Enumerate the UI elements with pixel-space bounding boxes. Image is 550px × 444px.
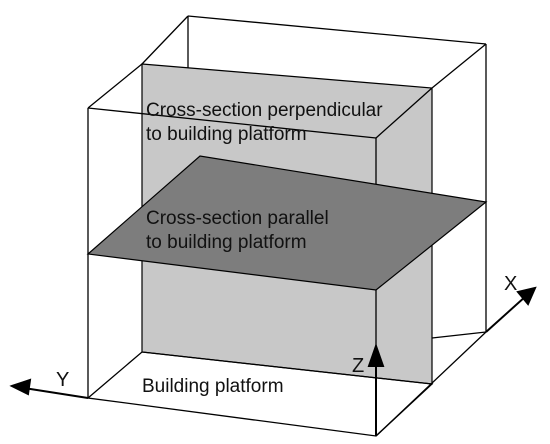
cube-back-edges <box>187 15 487 339</box>
building-platform-label: Building platform <box>142 376 284 397</box>
perpendicular-label-line1: Cross-section perpendicular <box>146 100 383 121</box>
parallel-label-line2: to building platform <box>146 232 307 253</box>
x-axis-label: X <box>504 273 517 295</box>
z-axis <box>367 342 385 436</box>
parallel-cross-section-plane <box>86 155 488 291</box>
parallel-label-line1: Cross-section parallel <box>146 208 329 229</box>
x-axis <box>485 286 537 333</box>
z-axis-label: Z <box>352 355 364 377</box>
y-axis-label: Y <box>56 369 69 391</box>
perpendicular-label-line2: to building platform <box>146 124 307 145</box>
y-axis <box>9 378 89 399</box>
building-platform <box>86 351 434 437</box>
